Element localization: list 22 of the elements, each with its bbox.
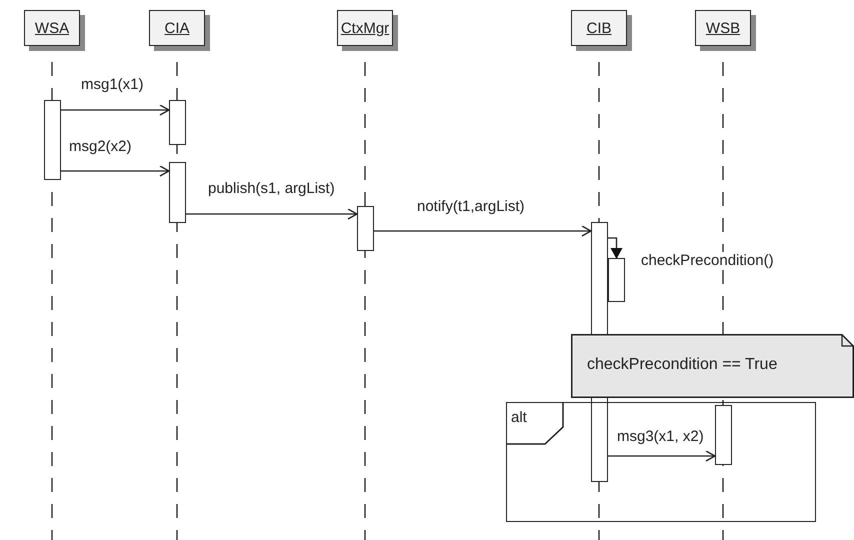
message-arrow: [186, 208, 358, 220]
activation-bar: [608, 258, 625, 302]
message-label: checkPrecondition(): [640, 252, 775, 269]
note: [571, 334, 854, 398]
message-label: publish(s1, argList): [207, 180, 336, 197]
message-label: msg1(x1): [80, 76, 145, 93]
note-text: checkPrecondition == True: [587, 356, 778, 374]
message-arrow: [61, 104, 170, 116]
activation-bar: [44, 100, 61, 180]
message-arrow: [608, 450, 716, 462]
message-arrow: [374, 225, 592, 237]
message-arrow: [608, 237, 622, 259]
message-arrow: [61, 165, 170, 177]
message-label: notify(t1,argList): [416, 198, 526, 215]
activation-bar: [714, 405, 732, 465]
combined-fragment-frame: [506, 402, 816, 522]
message-label: msg2(x2): [68, 138, 133, 155]
activation-bar: [169, 100, 186, 145]
fragment-operator: alt: [511, 409, 527, 426]
activation-bar: [357, 206, 374, 251]
activation-bar: [169, 162, 186, 223]
message-label: msg3(x1, x2): [616, 428, 705, 445]
